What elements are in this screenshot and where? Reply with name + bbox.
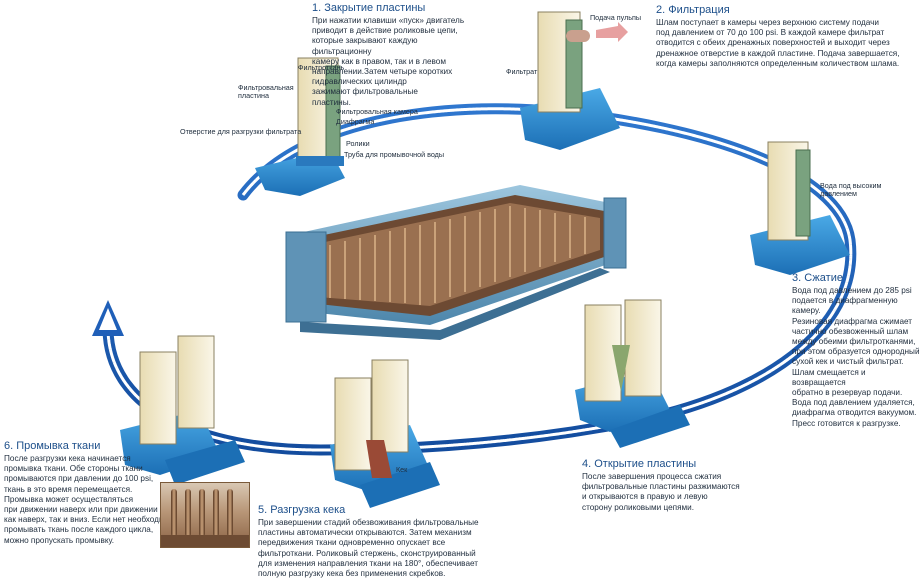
label-chamber: Фильтровальная камера (336, 107, 418, 116)
label-plate: Фильтровальная пластина (238, 83, 294, 100)
label-rollers: Ролики (346, 139, 370, 148)
step-text: После разгрузки кека начинается промывка… (4, 454, 187, 545)
step-4-opening: 4. Открытие пластины После завершения пр… (582, 458, 752, 513)
label-hp-water: Вода под высоким давлением (820, 181, 882, 198)
label-outlet: Отверстие для разгрузки фильтрата (180, 127, 302, 136)
cloth-wash-photo (160, 482, 250, 548)
step-text: Вода под давлением до 285 psi подается в… (792, 286, 920, 428)
label-diaphragm: Диафрагма (336, 117, 375, 126)
step-text: При завершении стадий обезвоживания филь… (258, 518, 479, 579)
label-filtrate: Фильтрат (506, 67, 538, 76)
step-text: При нажатии клавиши «пуск» двигатель при… (312, 16, 465, 107)
label-pulp-feed: Подача пульпы (590, 13, 642, 22)
plate-unit-cloth-washing (120, 335, 245, 485)
plate-unit-squeezing (750, 141, 850, 275)
step-title: 6. Промывка ткани (4, 440, 101, 452)
plate-unit-opening (575, 299, 690, 448)
step-5-cake-discharge: 5. Разгрузка кека При завершении стадий … (258, 504, 488, 579)
label-cake: Кек (396, 465, 408, 474)
plate-unit-cake-discharge (330, 359, 440, 508)
feed-arrow-icon (596, 22, 628, 42)
step-title: 2. Фильтрация (656, 4, 730, 16)
step-6-cloth-washing: 6. Промывка ткани После разгрузки кека н… (4, 440, 200, 546)
step-3-squeezing: 3. Сжатие Вода под давлением до 285 psi … (792, 272, 920, 429)
step-1-closing: 1. Закрытие пластины При нажатии клавиши… (312, 2, 472, 108)
cycle-arrow (92, 103, 857, 456)
label-cloth: Фильтроткань (298, 63, 345, 72)
plate-unit-closing (255, 57, 345, 196)
step-title: 5. Разгрузка кека (258, 504, 346, 516)
plate-unit-filtration (520, 11, 628, 150)
filter-press-machine (285, 185, 627, 340)
step-text: Шлам поступает в камеры через верхнюю си… (656, 18, 900, 68)
step-title: 4. Открытие пластины (582, 458, 697, 470)
step-title: 3. Сжатие (792, 272, 843, 284)
step-title: 1. Закрытие пластины (312, 2, 426, 14)
step-text: После завершения процесса сжатия фильтро… (582, 472, 740, 512)
label-wash-pipe: Труба для промывочной воды (344, 150, 445, 159)
step-2-filtration: 2. Фильтрация Шлам поступает в камеры че… (656, 4, 918, 69)
